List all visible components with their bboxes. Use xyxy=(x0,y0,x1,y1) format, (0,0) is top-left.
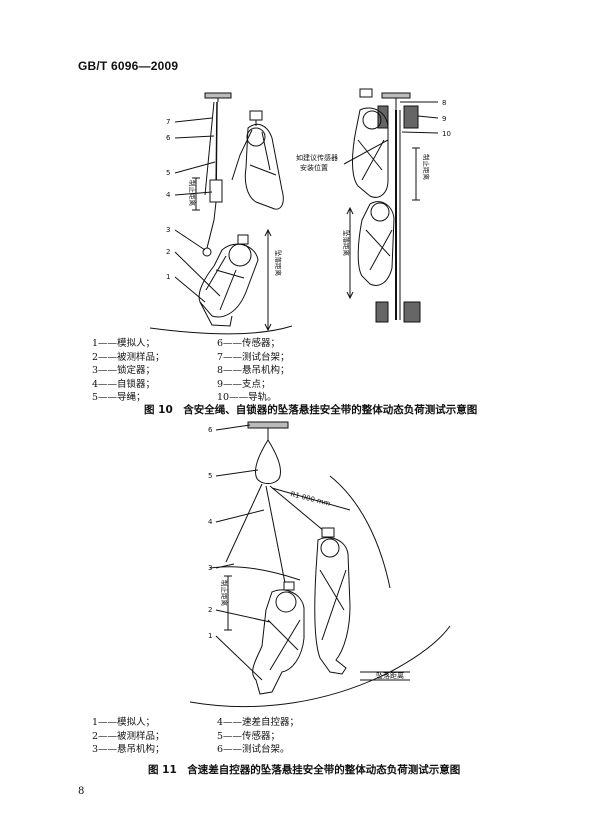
dummy-upper xyxy=(244,123,284,210)
fig10-sensor-note-1: 如建议传感器 xyxy=(296,153,338,162)
fig10-num-8: 8 xyxy=(442,99,446,107)
fig10-num-6: 6 xyxy=(166,134,171,142)
legend-item: 3——悬吊机构； xyxy=(92,744,165,755)
fig11-num-3: 3 xyxy=(208,564,212,572)
legend-item: 9——支点； xyxy=(217,378,271,390)
fig10-fall-distance-a: 坠落距离 xyxy=(274,250,283,277)
anchor-top xyxy=(403,105,419,129)
fig10-num-7: 7 xyxy=(166,118,170,126)
dummy-left xyxy=(252,589,305,695)
legend-item: 3——锁定器； xyxy=(92,365,156,376)
legend-item: 4——速差自控器； xyxy=(217,717,300,728)
sensor-upper xyxy=(249,110,263,121)
fig10-sensor-note-2: 安装位置 xyxy=(300,163,328,172)
sensor-right xyxy=(321,527,335,538)
legend-item: 6——传感器； xyxy=(217,338,281,349)
figure-10-legend: 1——模拟人； 6——传感器； 2——被测样品； 7——测试台架； 3——锁定器； 8… xyxy=(92,337,290,405)
legend-item: 10——导轨。 xyxy=(217,392,277,403)
figure-11-diagram: 6 5 4 3 2 1 R1 000 mm 坠落距离 制止距离 xyxy=(189,421,451,708)
self-lock-device xyxy=(209,179,223,203)
figure-10-caption: 图 10 含安全绳、自锁器的坠落悬挂安全带的整体动态负荷测试示意图 xyxy=(144,404,478,416)
fig11-num-4: 4 xyxy=(208,518,213,526)
fig11-num-6: 6 xyxy=(208,426,213,434)
figure-10-diagram: 7 6 5 4 3 2 1 8 9 10 如建议传感器 安装位置 制止距离 坠落… xyxy=(149,88,451,335)
dummy-right-upper xyxy=(352,107,389,198)
fig10-brake-distance-a: 制止距离 xyxy=(188,180,197,207)
legend-item: 6——测试台架。 xyxy=(217,744,290,755)
fig10-num-5: 5 xyxy=(166,169,170,177)
legend-item: 1——模拟人； xyxy=(92,717,156,728)
fig10-num-4: 4 xyxy=(166,191,171,199)
fig11-radius: R1 000 mm xyxy=(290,490,332,508)
sensor-left xyxy=(283,581,295,591)
legend-item: 2——被测样品； xyxy=(92,730,165,742)
legend-item: 5——传感器； xyxy=(217,730,281,742)
sensor-teardrop xyxy=(255,439,281,484)
fig10-num-9: 9 xyxy=(442,115,446,123)
fig11-num-2: 2 xyxy=(208,606,212,614)
test-stand-top xyxy=(247,421,289,429)
legend-item: 5——导绳； xyxy=(92,392,146,403)
figure-11-caption: 图 11 含速差自控器的坠落悬挂安全带的整体动态负荷测试示意图 xyxy=(148,764,461,776)
dummy-right-lower xyxy=(357,201,395,286)
legend-item: 1——模拟人； xyxy=(92,338,156,349)
fig11-brake-distance: 制止距离 xyxy=(220,580,229,607)
sensor-right-top xyxy=(359,88,373,98)
dummy-right xyxy=(314,537,351,675)
fig10-brake-distance-b: 制止距离 xyxy=(422,154,431,181)
page-number: 8 xyxy=(78,786,85,797)
legend-item: 7——测试台架； xyxy=(217,351,290,363)
test-stand-top-left xyxy=(204,92,232,99)
standard-code: GB/T 6096—2009 xyxy=(78,59,179,73)
legend-item: 4——自锁器； xyxy=(92,378,156,390)
fig10-num-10: 10 xyxy=(442,130,451,138)
fig10-num-2: 2 xyxy=(166,248,170,256)
fig11-num-5: 5 xyxy=(208,472,212,480)
fig10-num-3: 3 xyxy=(166,226,170,234)
anchor-bottom xyxy=(403,301,421,323)
fig10-num-1: 1 xyxy=(166,273,170,281)
fig10-fall-distance-b: 坠落距离 xyxy=(342,230,351,257)
figure-11-legend: 1——模拟人； 4——速差自控器； 2——被测样品； 5——传感器； 3——悬吊机构… xyxy=(92,716,299,757)
fig11-num-1: 1 xyxy=(208,632,212,640)
fig11-fall-distance: 坠落距离 xyxy=(376,671,404,680)
legend-item: 8——悬吊机构； xyxy=(217,365,290,376)
legend-item: 2——被测样品； xyxy=(92,351,165,363)
